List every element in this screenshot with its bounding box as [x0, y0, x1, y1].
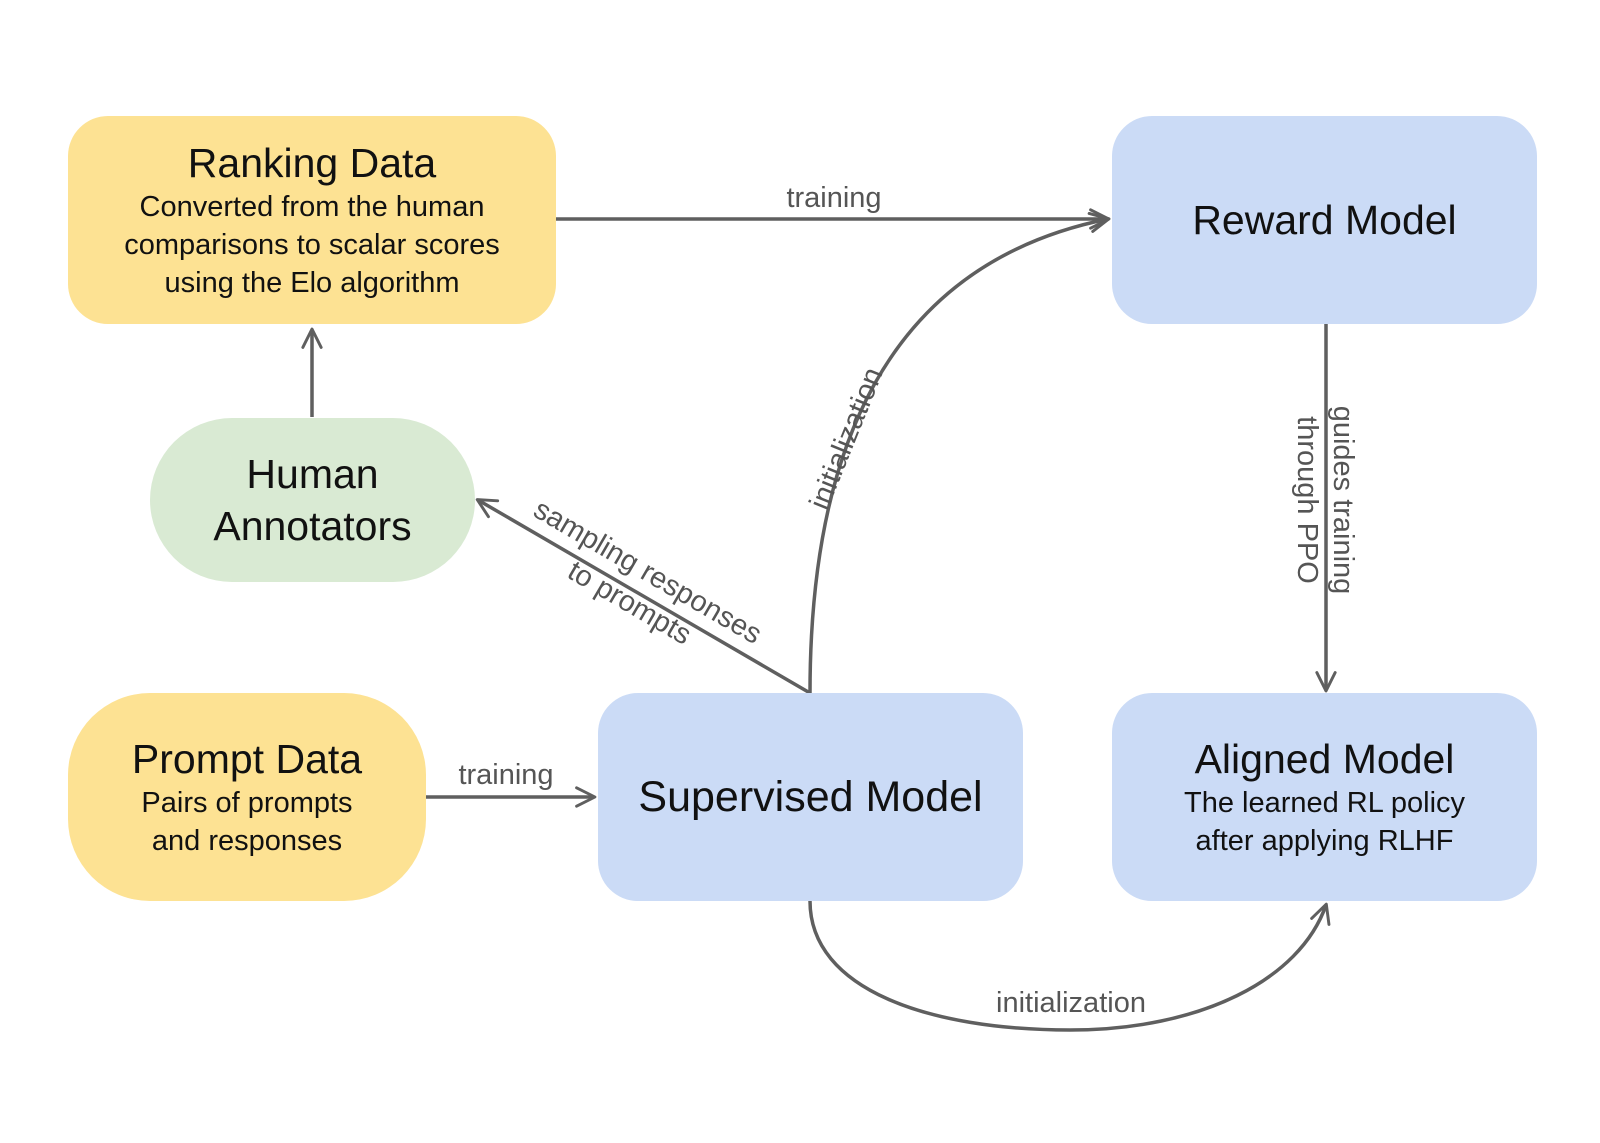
- edge-label-ranking-to-reward: training: [786, 182, 881, 214]
- edge-label-supervised-to-aligned: initialization: [996, 987, 1146, 1019]
- aligned-model-desc-line2: after applying RLHF: [1195, 825, 1454, 857]
- edge-label-reward-to-aligned-line1: guides training: [1327, 406, 1359, 595]
- ranking-data-desc-line2: comparisons to scalar scores: [124, 229, 500, 261]
- prompt-data-desc-line1: Pairs of prompts: [141, 787, 353, 819]
- edge-label-supervised-to-reward: initialization: [804, 363, 890, 514]
- arrow-supervised-to-human: [475, 498, 811, 695]
- ranking-data-title: Ranking Data: [187, 140, 437, 186]
- supervised-model-node: Supervised Model: [598, 693, 1023, 901]
- aligned-model-title: Aligned Model: [1194, 736, 1455, 782]
- human-annotators-title-line1: Human: [246, 451, 379, 497]
- prompt-data-node: Prompt Data Pairs of prompts and respons…: [68, 693, 426, 901]
- prompt-data-title: Prompt Data: [131, 736, 363, 782]
- human-annotators-node: Human Annotators: [150, 418, 475, 582]
- reward-model-node: Reward Model: [1112, 116, 1537, 324]
- ranking-data-desc-line3: using the Elo algorithm: [164, 267, 460, 299]
- aligned-model-desc-line1: The learned RL policy: [1183, 787, 1466, 819]
- arrow-supervised-to-aligned: [808, 900, 1331, 1032]
- edge-label-prompt-to-supervised: training: [458, 759, 553, 791]
- prompt-data-desc-line2: and responses: [151, 825, 343, 857]
- aligned-model-node: Aligned Model The learned RL policy afte…: [1112, 693, 1537, 901]
- ranking-data-node: Ranking Data Converted from the human co…: [68, 116, 556, 324]
- supervised-model-title: Supervised Model: [638, 773, 983, 821]
- human-annotators-title-line2: Annotators: [213, 503, 412, 549]
- ranking-data-desc-line1: Converted from the human: [139, 191, 485, 223]
- edge-label-reward-to-aligned-line2: through PPO: [1291, 416, 1323, 584]
- reward-model-title: Reward Model: [1192, 197, 1457, 243]
- arrow-supervised-to-reward: [808, 212, 1111, 694]
